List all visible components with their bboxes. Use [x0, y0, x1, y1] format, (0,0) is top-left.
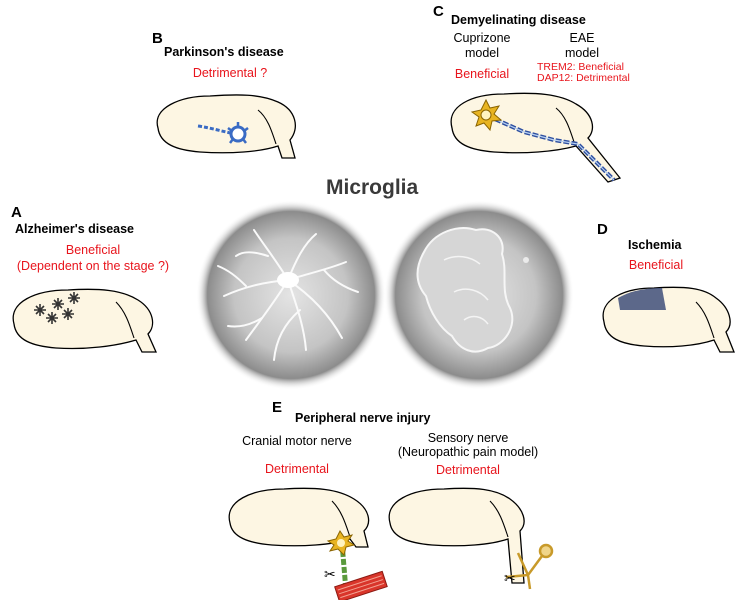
- panel-a-brain-diagram: [12, 288, 158, 353]
- panel-c-model1-line1: Cuprizone: [453, 31, 511, 45]
- panel-e-left-brain-diagram: ✂: [228, 487, 388, 600]
- panel-d-effect: Beneficial: [628, 258, 684, 272]
- panel-e-right-effect: Detrimental: [436, 463, 500, 477]
- ischemic-region: [618, 288, 666, 310]
- panel-e-right-label-line1: Sensory nerve: [427, 431, 509, 445]
- cerebellum-line: [257, 109, 277, 145]
- amyloid-plaques: [34, 292, 80, 324]
- scissors-icon: ✂: [504, 571, 516, 587]
- panel-c-letter: C: [433, 3, 444, 20]
- brain-outline: [450, 92, 622, 183]
- panel-c-brain-diagram: [450, 92, 622, 183]
- brain-outline: [156, 94, 296, 159]
- brain-outline: [12, 288, 158, 353]
- cerebellum-line: [331, 500, 351, 538]
- panel-a-effect-line1: Beneficial: [65, 243, 121, 257]
- panel-c-model2-line1: EAE: [569, 31, 595, 45]
- scissors-icon: ✂: [324, 567, 336, 583]
- microglia-soma: [277, 272, 299, 288]
- brain-outline: [388, 487, 525, 584]
- panel-e-left-label: Cranial motor nerve: [242, 434, 352, 448]
- muscle-fibers: [334, 570, 388, 600]
- cerebellum-line: [695, 301, 715, 339]
- panel-a-title: Alzheimer's disease: [15, 222, 135, 236]
- panel-e-right-brain-diagram: ✂: [388, 487, 554, 590]
- panel-d-brain-diagram: [602, 286, 735, 353]
- motor-neuron-e: [326, 530, 356, 556]
- microglia-amoeboid-image: [384, 200, 574, 390]
- sensory-neuron-e: [505, 543, 554, 590]
- nigrostriatal-pathway: [197, 124, 237, 136]
- panel-b-effect: Detrimental ?: [192, 66, 268, 80]
- panel-c-model1-effect: Beneficial: [454, 67, 510, 81]
- panel-a-letter: A: [11, 204, 22, 221]
- panel-d-title: Ischemia: [628, 238, 682, 252]
- panel-e-right-label-line2: (Neuropathic pain model): [397, 445, 539, 459]
- cerebellum-line: [555, 107, 575, 143]
- center-title: Microglia: [326, 176, 419, 199]
- cerebellum-line: [115, 301, 135, 339]
- oligodendrocyte-c: [470, 98, 503, 132]
- panel-b-brain-diagram: [156, 94, 296, 159]
- panel-b-title: Parkinson's disease: [164, 45, 284, 59]
- panel-c-title: Demyelinating disease: [451, 13, 586, 27]
- panel-c-model2-effect-line2: DAP12: Detrimental: [537, 72, 630, 84]
- panel-c-model2-effect-line1: TREM2: Beneficial: [537, 61, 624, 73]
- panel-c-model1-line2: model: [464, 46, 500, 60]
- microglia-cell-b: [227, 122, 249, 144]
- panel-b-letter: B: [152, 30, 163, 47]
- cerebellum-line: [489, 500, 509, 538]
- panel-e-left-effect: Detrimental: [265, 462, 329, 476]
- panel-a-effect-line2: (Dependent on the stage ?): [16, 259, 170, 273]
- panel-e-title: Peripheral nerve injury: [295, 411, 431, 425]
- panel-e-letter: E: [272, 399, 283, 416]
- panel-c-model2-line2: model: [564, 46, 600, 60]
- panel-d-letter: D: [597, 221, 608, 238]
- microglia-ramified-image: [196, 200, 386, 390]
